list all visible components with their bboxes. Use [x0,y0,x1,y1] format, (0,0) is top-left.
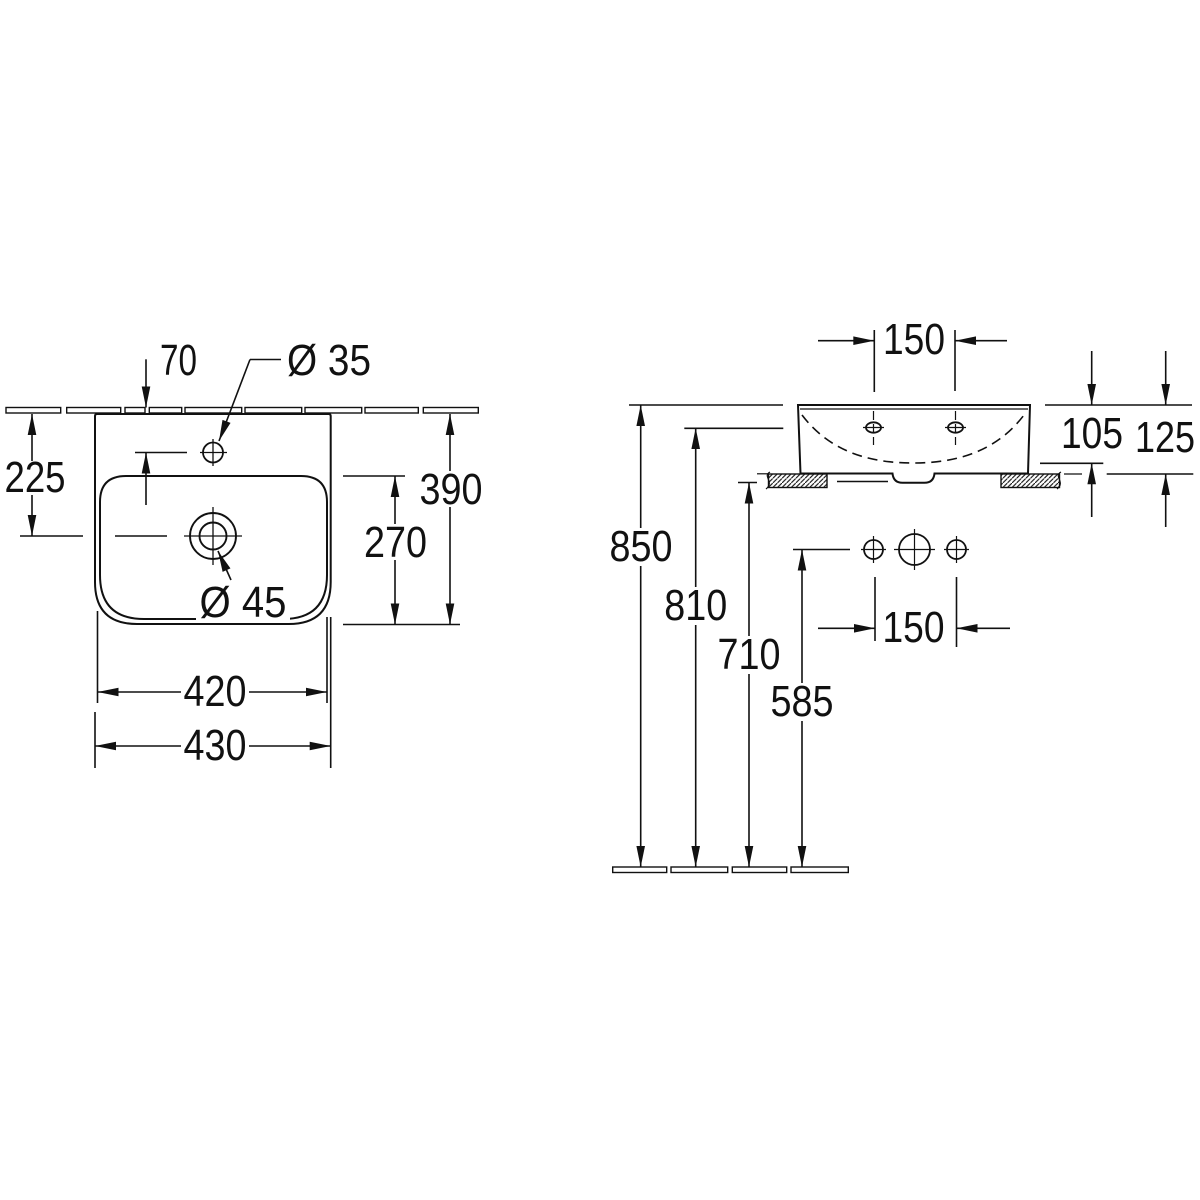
dim-label: 70 [160,336,197,385]
arrowhead [956,624,978,633]
deck-tap-hole-left [863,411,884,445]
arrowhead [955,336,976,345]
dim-body-height: 125 [1106,351,1195,527]
arrowhead [797,846,807,867]
plan-view: 70 Ø 35 225 390 270 [5,336,483,770]
arrowhead [853,336,875,345]
arrowhead [27,414,37,435]
arrowhead [97,687,119,697]
dim-fixing-height: 585 [771,549,834,867]
label-tap-diameter: Ø 35 [218,336,371,442]
dim-label: 430 [184,721,247,770]
fixing-holes [793,529,969,570]
dim-label: 105 [1061,409,1123,458]
arrowhead [797,549,807,571]
dim-label: 710 [718,630,781,679]
dim-label: 420 [184,667,247,716]
arrowhead [691,428,700,449]
dim-label: Ø 45 [200,578,287,627]
dim-drain-from-wall: 225 [5,414,167,537]
break-squiggle-left [765,471,771,490]
arrowhead [1087,463,1096,485]
arrowhead [636,405,645,426]
dim-tap-offset: 70 [135,336,197,505]
arrowhead [306,687,327,697]
arrowhead [1161,474,1170,495]
arrowhead [218,551,231,572]
dim-inner-depth: 105 [1040,351,1123,517]
arrowheads [27,336,1170,867]
dim-label: 150 [883,603,945,652]
arrowhead [445,414,455,435]
label-drain-diameter: Ø 45 [196,550,290,627]
dim-depth-overall: 390 [343,414,483,626]
arrowhead [1161,384,1170,405]
arrowhead [390,476,400,497]
arrowhead [141,386,151,408]
arrowhead [219,419,231,441]
bowl-hidden-curve [801,414,1025,464]
dim-label: 585 [771,677,834,726]
arrowhead [95,741,116,751]
dim-label: 125 [1135,413,1195,462]
arrowhead [1087,384,1096,405]
hatch-right [1000,473,1061,489]
floor-line [612,866,849,874]
arrowhead [744,482,754,504]
arrowhead [390,603,400,625]
dim-label: Ø 35 [287,336,371,385]
dim-label: 390 [420,465,483,514]
drain-hole [184,507,242,565]
arrowhead [636,846,645,867]
break-squiggle-right [1056,471,1062,490]
wall-mount-hatch [757,471,1082,490]
dim-fixing-spacing: 150 [818,577,1010,652]
deck-tap-hole-right [945,411,966,445]
dim-label: 850 [610,522,673,571]
dim-label: 225 [5,453,66,502]
dim-label: 270 [364,518,427,567]
arrowhead [309,741,331,751]
dim-bowl-depth: 270 [343,475,427,625]
arrowhead [744,846,754,867]
arrowhead [445,603,455,625]
dim-bowl-width: 420 [96,611,328,716]
arrowhead [141,452,151,474]
arrowhead [27,515,37,536]
hatch-left [767,473,828,489]
dim-label: 810 [664,581,727,630]
dim-deck-height: 810 [664,427,784,867]
dim-overall-width: 430 [94,617,332,770]
tap-hole [200,439,227,466]
basin-body [796,404,1032,484]
front-view: 150 105 125 [610,315,1195,874]
arrowhead [854,624,875,633]
wall-section-line [5,406,479,414]
dim-label: 150 [883,315,945,364]
arrowhead [691,846,700,867]
dim-underside-height: 710 [718,481,781,867]
